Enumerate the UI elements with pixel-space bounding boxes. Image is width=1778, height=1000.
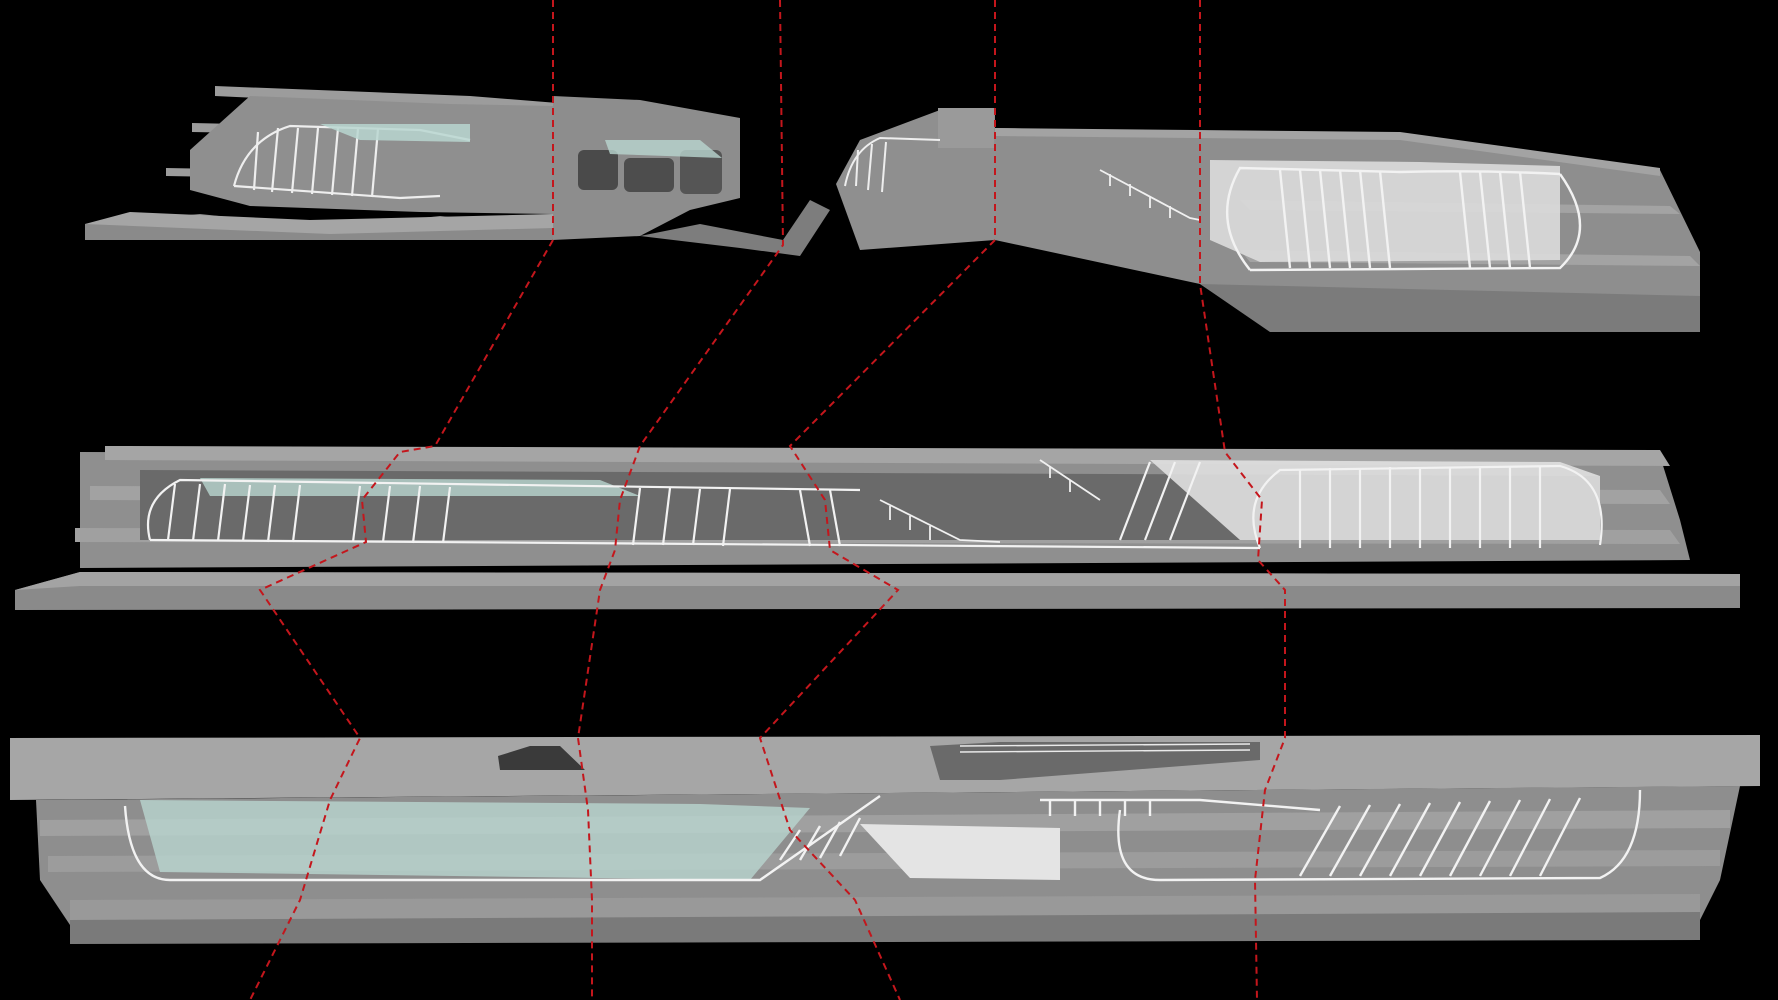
top-model-white-frame: [232, 124, 471, 200]
section-cut-lines: [249, 0, 1286, 1000]
middle-model: [15, 446, 1740, 610]
top-model-cavity-2: [624, 158, 674, 192]
middle-model-base-plate-top: [15, 572, 1740, 590]
middle-model-white-frame: [146, 461, 1603, 550]
top-model-base-plate-left-top: [85, 212, 553, 234]
top-model-right-slab-1: [995, 128, 1660, 176]
bottom-model-base: [70, 912, 1700, 944]
bottom-model-step-3: [70, 894, 1700, 920]
top-model: [85, 86, 1700, 332]
top-model-right-white-frame: [1225, 166, 1582, 272]
top-model-right-base-step: [1200, 284, 1700, 332]
top-model-glass-2: [605, 140, 722, 158]
bottom-model-slot-1: [498, 746, 585, 770]
top-model-tower: [938, 108, 994, 148]
cut-line-d: [1199, 0, 1286, 1000]
top-model-glass-panel: [320, 124, 470, 142]
bottom-model-ramp: [959, 743, 1251, 753]
cut-line-a: [249, 0, 554, 1000]
middle-model-stair: [879, 459, 1101, 543]
bottom-model-top-plate: [10, 735, 1760, 800]
top-model-cavity-1: [578, 150, 618, 190]
bottom-model: [10, 735, 1760, 944]
top-model-cavity-3: [680, 150, 722, 194]
top-model-white-frame-2: [844, 136, 941, 193]
bottom-model-glass: [140, 800, 810, 880]
bottom-model-white-wedge: [860, 824, 1060, 880]
top-model-stair-frame: [1099, 169, 1201, 221]
cut-line-c: [758, 0, 996, 1000]
middle-model-white-volume: [1150, 460, 1600, 540]
bottom-model-white-frame: [123, 789, 1642, 882]
